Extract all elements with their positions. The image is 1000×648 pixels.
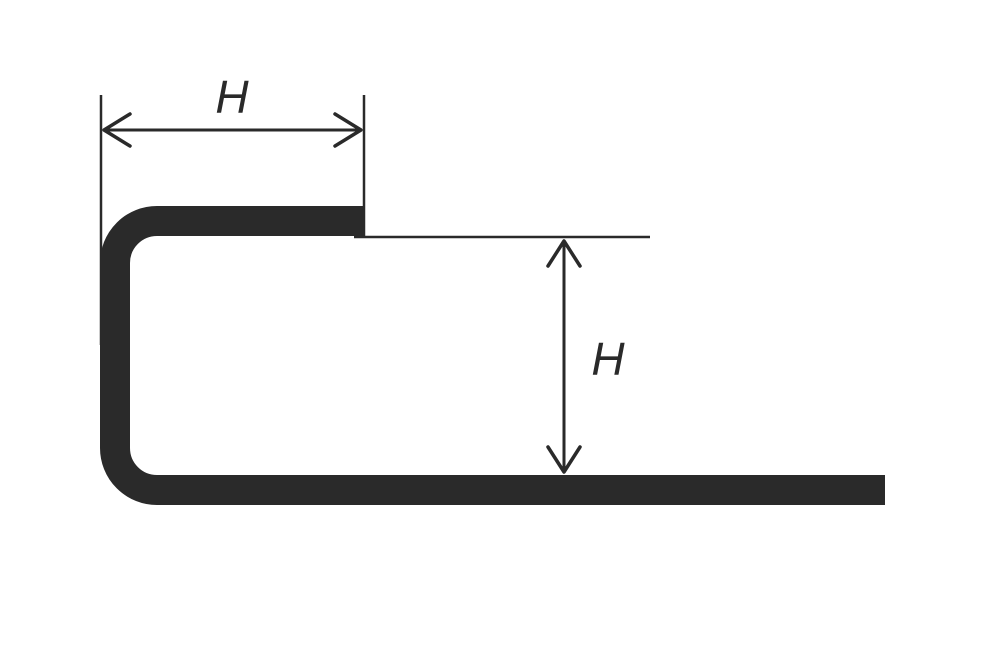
profile-shape	[100, 206, 885, 505]
height-dimension-arrow-top	[546, 239, 582, 268]
height-dimension-arrow-bottom	[546, 445, 582, 474]
top-dimension-label: H	[215, 71, 249, 123]
height-dimension-label: H	[591, 333, 625, 385]
top-dimension-arrow-right	[333, 112, 363, 148]
top-dimension-arrow-left	[102, 112, 132, 148]
